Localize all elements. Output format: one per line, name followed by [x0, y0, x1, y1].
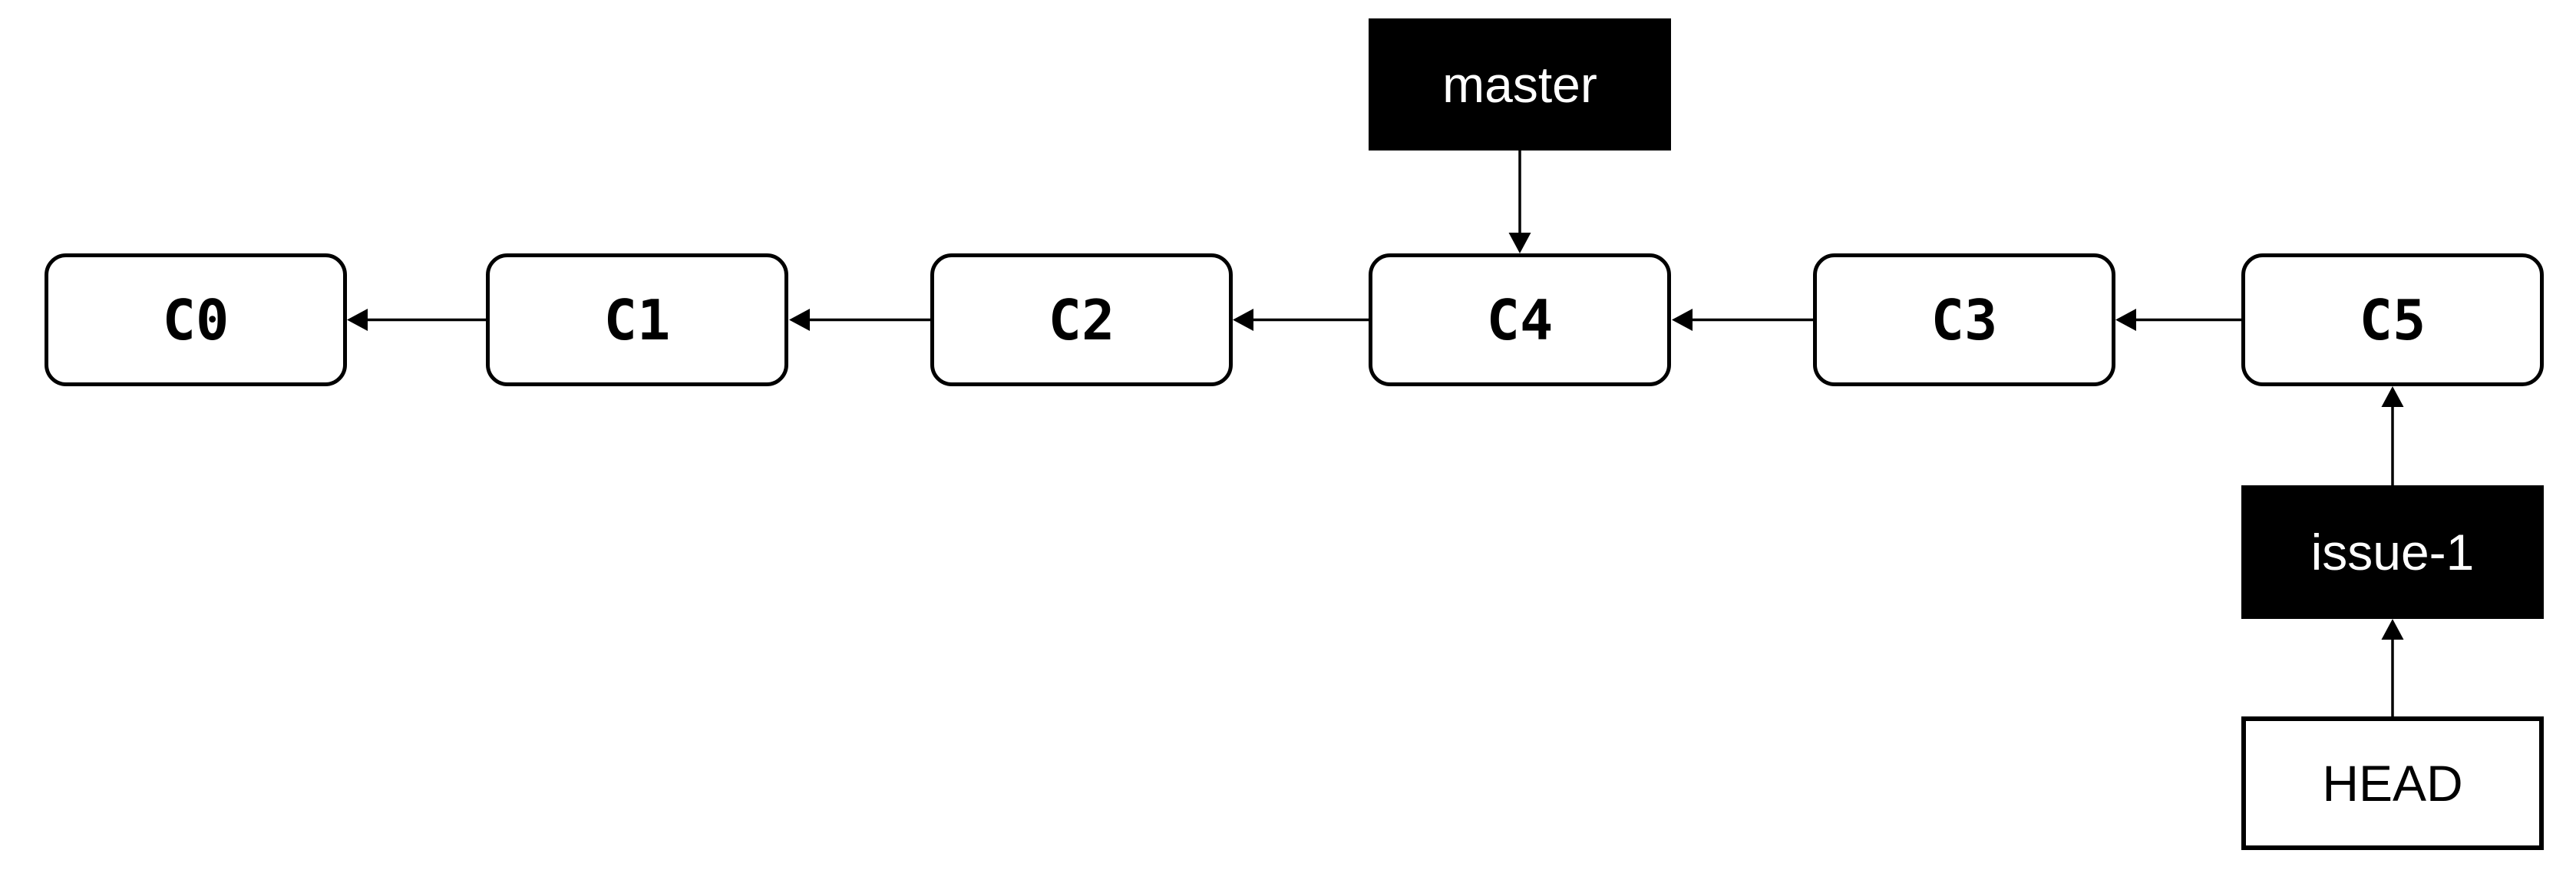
commit-label: C5	[2359, 287, 2426, 352]
commit-label: C4	[1486, 287, 1554, 352]
commit-label: C1	[603, 287, 671, 352]
commit-node-c4: C4	[1369, 253, 1671, 386]
branch-tag-master-label: master	[1442, 56, 1597, 113]
head-tag-label: HEAD	[2322, 755, 2463, 812]
arrow-issue1-to-c5	[2381, 386, 2404, 485]
branch-tag-issue-1: issue-1	[2241, 485, 2544, 619]
commit-node-c3: C3	[1813, 253, 2115, 386]
commit-node-c2: C2	[930, 253, 1233, 386]
arrow-c3-to-c4	[1672, 309, 1813, 331]
commit-label: C3	[1930, 287, 1998, 352]
arrow-head-to-issue1	[2381, 619, 2404, 716]
arrow-c1-to-c0	[347, 309, 486, 331]
commit-node-c1: C1	[486, 253, 788, 386]
commit-node-c5: C5	[2241, 253, 2544, 386]
branch-tag-master: master	[1369, 18, 1671, 151]
arrow-master-to-c4	[1508, 151, 1531, 253]
arrow-c4-to-c2	[1233, 309, 1369, 331]
commit-label: C0	[162, 287, 230, 352]
head-tag: HEAD	[2241, 716, 2544, 850]
arrow-c5-to-c3	[2115, 309, 2241, 331]
commit-label: C2	[1048, 287, 1115, 352]
arrow-c2-to-c1	[789, 309, 930, 331]
commit-node-c0: C0	[45, 253, 347, 386]
branch-tag-issue-1-label: issue-1	[2310, 524, 2475, 581]
